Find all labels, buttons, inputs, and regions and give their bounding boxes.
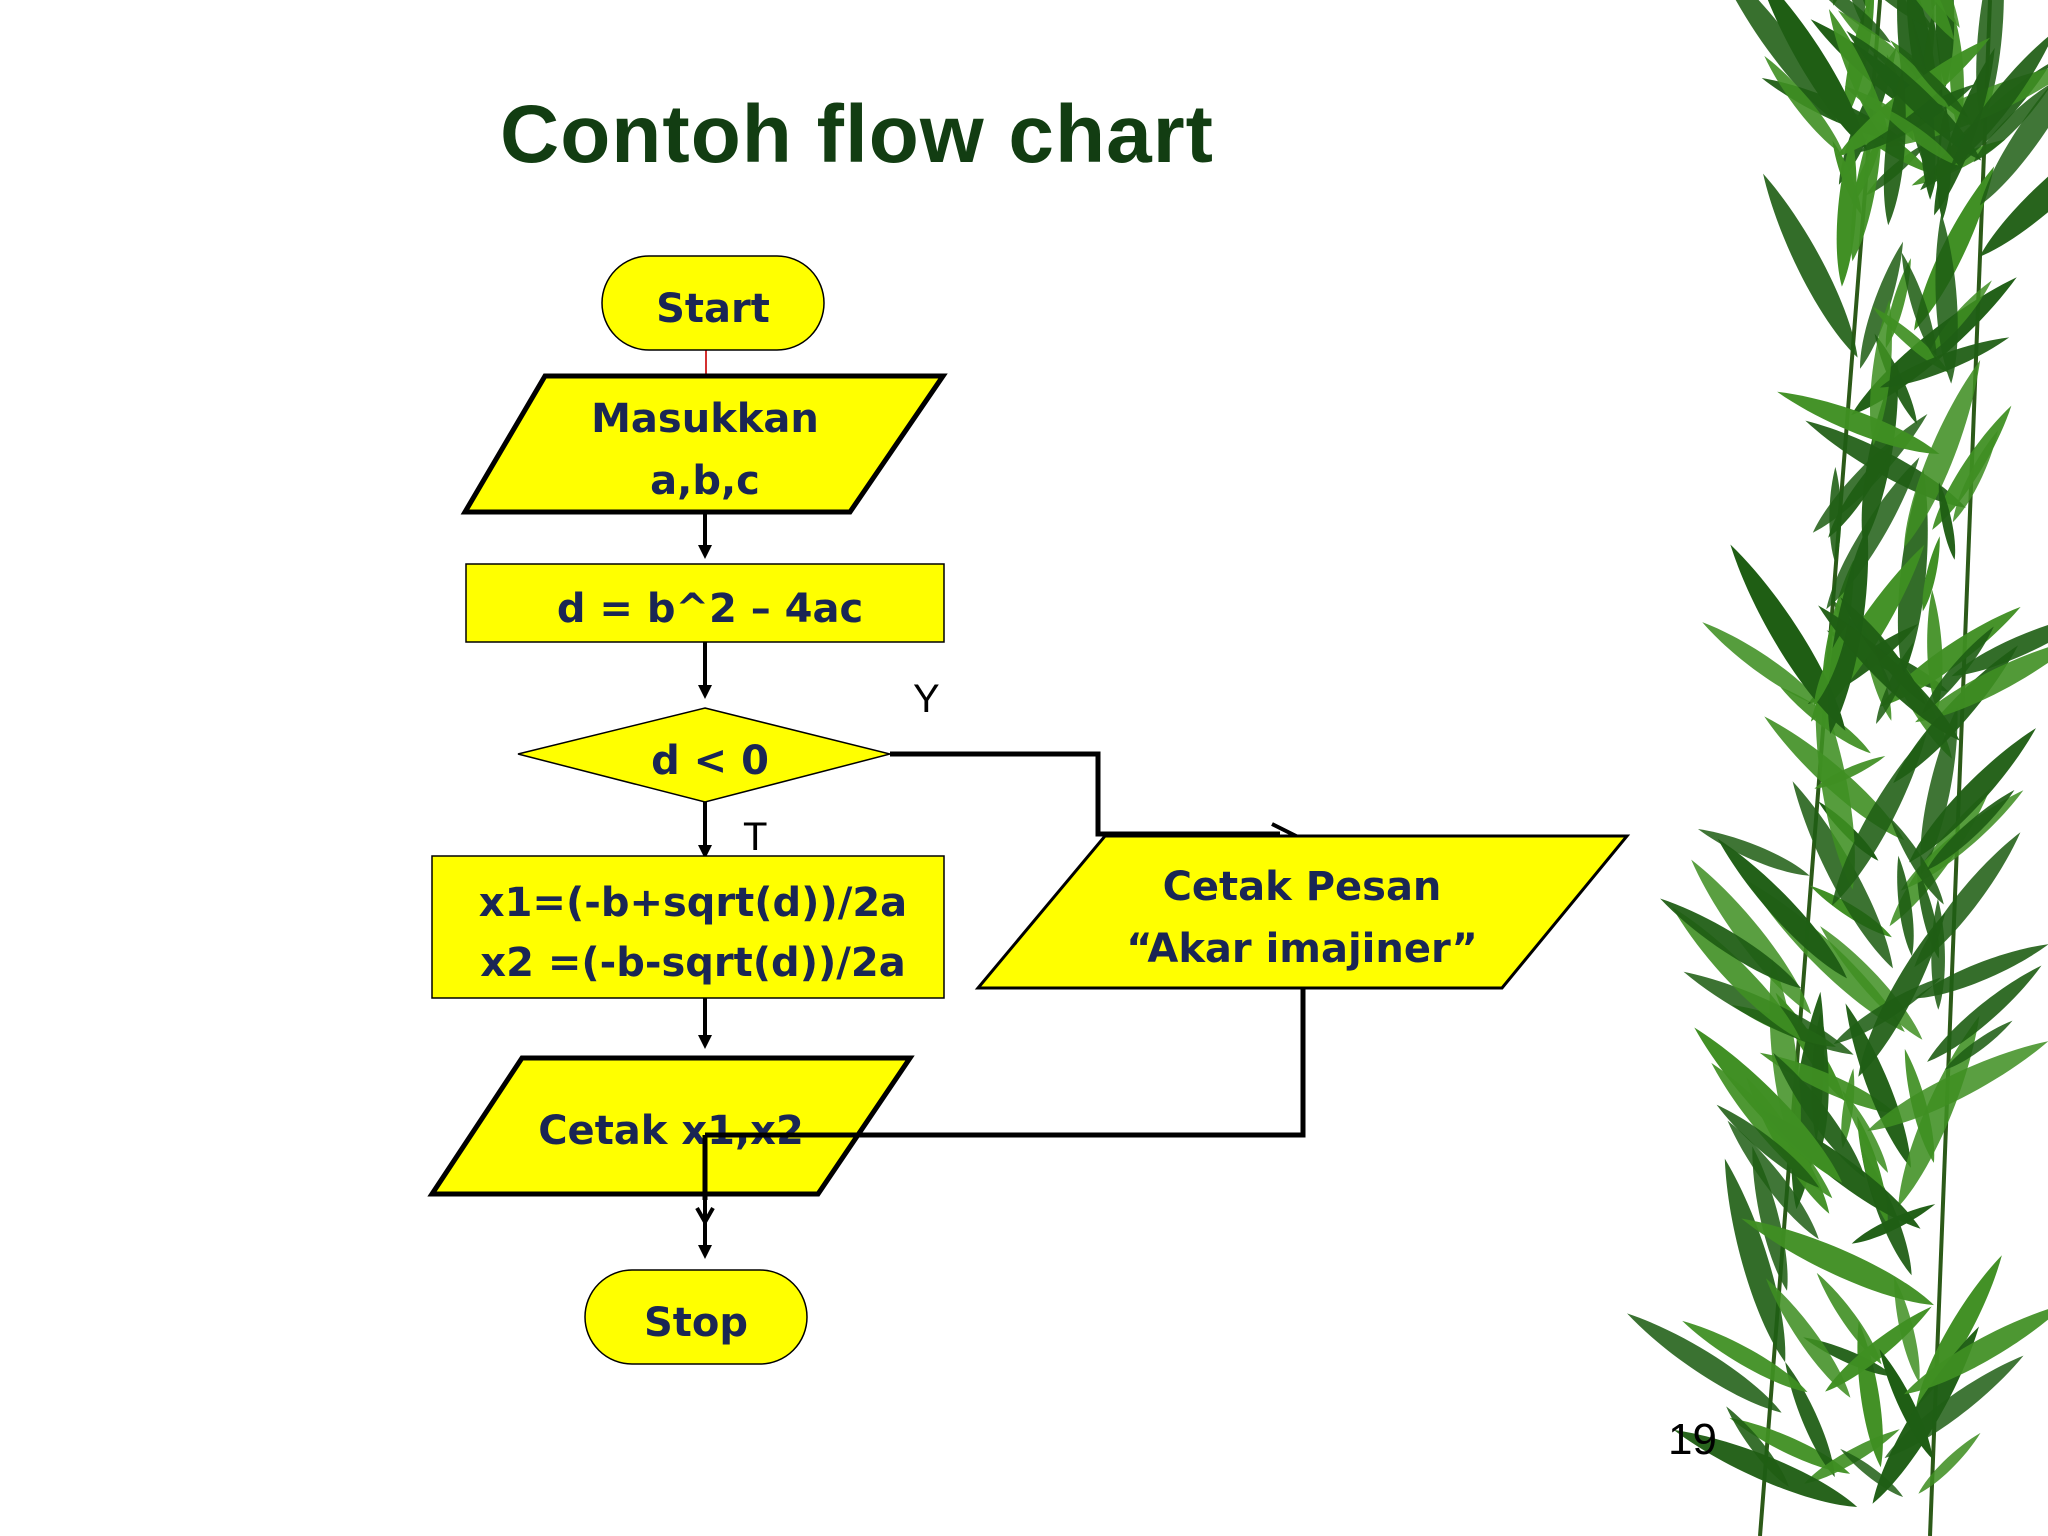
process-compute-roots — [431, 855, 945, 999]
connector-yes-branch — [890, 751, 1280, 837]
message-parallelogram — [974, 834, 1631, 990]
print-roots-label: Cetak x1,x2 — [538, 1108, 804, 1154]
process-discriminant-label: d = b^2 – 4ac — [557, 586, 863, 632]
connector-message-merge — [705, 988, 1306, 1138]
slide-title: Contoh flow chart — [500, 89, 1214, 180]
decision-diamond — [517, 707, 891, 803]
input-parallelogram — [460, 373, 948, 515]
input-label-line2: a,b,c — [650, 458, 760, 504]
page-number: 19 — [1668, 1415, 1717, 1464]
yes-label: Y — [913, 677, 940, 721]
message-label-line1: Cetak Pesan — [1163, 864, 1442, 910]
start-terminator — [601, 255, 825, 351]
process-discriminant — [465, 563, 945, 643]
message-label-line2: “Akar imajiner” — [1126, 926, 1478, 972]
arrow-tick-stop — [695, 1207, 707, 1223]
decision-label: d < 0 — [651, 738, 769, 784]
stop-label: Stop — [644, 1300, 748, 1346]
arrow-tick-stop-2 — [703, 1207, 715, 1223]
compute-label-line1: x1=(-b+sqrt(d))/2a — [479, 880, 907, 926]
input-label-line1: Masukkan — [591, 396, 819, 442]
print-roots-parallelogram — [427, 1055, 915, 1197]
compute-label-line2: x2 =(-b-sqrt(d))/2a — [480, 940, 905, 986]
no-label: T — [743, 815, 767, 859]
stop-terminator — [584, 1269, 808, 1365]
start-label: Start — [656, 286, 770, 332]
